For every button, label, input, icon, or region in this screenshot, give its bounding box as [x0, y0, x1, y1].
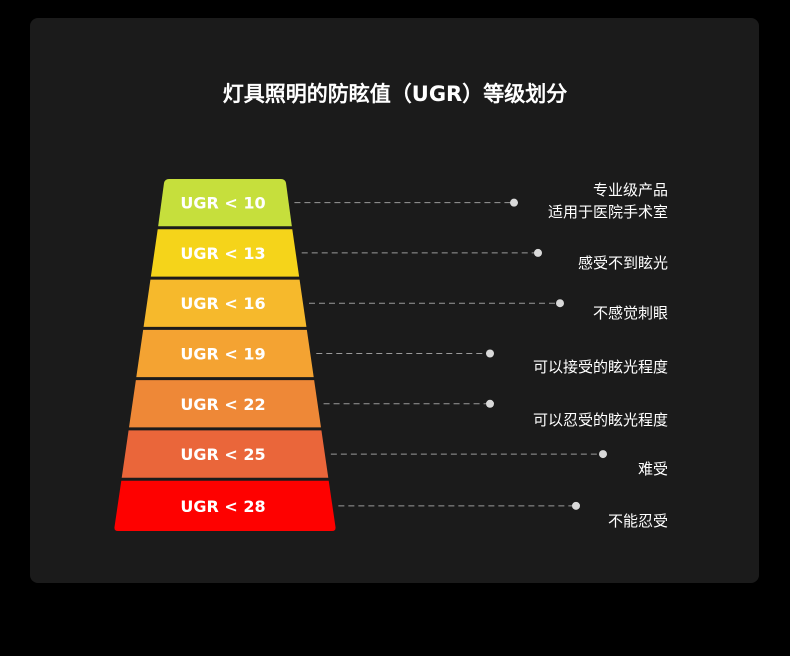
level-description: 不能忍受: [608, 510, 668, 532]
description-line: 不能忍受: [607, 512, 668, 530]
connector-dot: [556, 299, 564, 308]
level-description: 可以忍受的眩光程度: [533, 409, 668, 431]
connector-dot: [599, 450, 607, 459]
description-line: 可以忍受的眩光程度: [532, 411, 668, 429]
tier-label: UGR < 13: [180, 244, 265, 263]
page-title: 灯具照明的防眩值（UGR）等级划分: [222, 82, 568, 106]
connector-dot: [510, 198, 518, 207]
pyramid-tier: [143, 279, 307, 327]
description-line: 可以接受的眩光程度: [532, 358, 668, 376]
tier-label: UGR < 28: [180, 497, 265, 516]
pyramid-tier: [129, 380, 321, 428]
connector-dot: [572, 501, 580, 510]
pyramid-tier: [136, 329, 314, 378]
description-line: 感受不到眩光: [577, 254, 668, 272]
description-line: 难受: [637, 460, 668, 478]
level-description: 感受不到眩光: [578, 252, 668, 274]
level-description: 可以接受的眩光程度: [533, 356, 668, 378]
description-line: 不感觉刺眼: [592, 304, 668, 322]
tier-label: UGR < 25: [180, 445, 265, 464]
tier-label: UGR < 16: [180, 294, 265, 313]
description-line: 专业级产品: [592, 181, 668, 199]
pyramid-tier: [121, 430, 329, 478]
level-description: 专业级产品适用于医院手术室: [548, 179, 668, 223]
tier-label: UGR < 10: [180, 194, 265, 213]
pyramid-tier: [150, 229, 300, 277]
connector-dot: [486, 349, 494, 358]
pyramid-tier: [114, 480, 336, 531]
description-line: 适用于医院手术室: [547, 203, 668, 221]
level-description: 难受: [638, 458, 668, 480]
pyramid-tiers: UGR < 10 UGR < 13 UGR < 16 UGR < 19 UGR < 22…: [114, 179, 336, 531]
tier-label: UGR < 19: [180, 345, 265, 364]
pyramid-tier: [158, 179, 292, 227]
connector-dot: [534, 248, 542, 257]
connector-lines: [294, 198, 607, 510]
level-description: 不感觉刺眼: [593, 302, 668, 324]
tier-label: UGR < 22: [180, 395, 265, 414]
connector-dot: [486, 399, 494, 408]
